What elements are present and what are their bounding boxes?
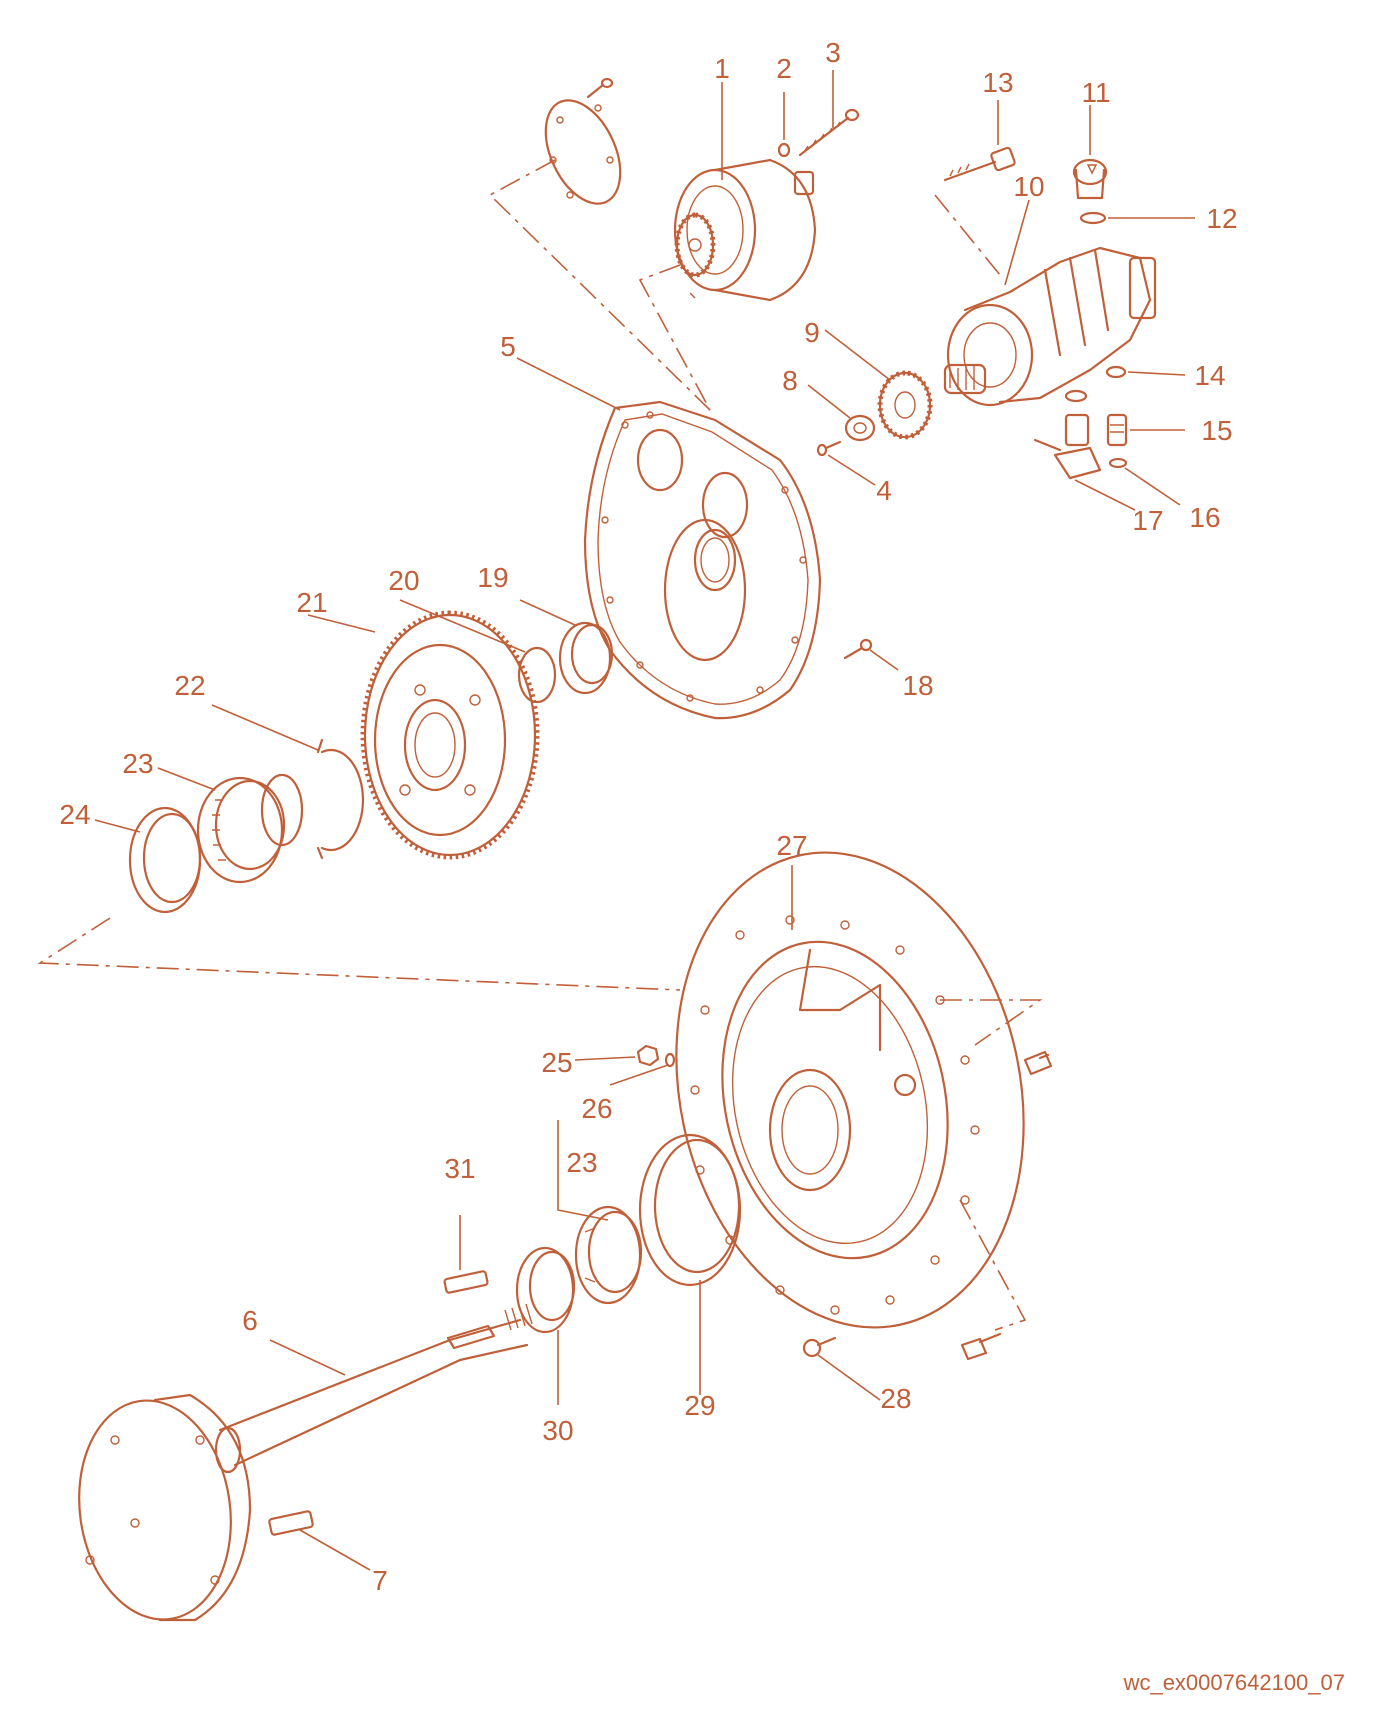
part-3-long-screw [798,108,860,157]
callout-18: 18 [902,670,933,701]
part-5-gear-housing [583,400,822,720]
cover-plate [544,77,622,205]
part-6-output-shaft [78,1303,533,1622]
part-7-key [268,1510,314,1536]
part-18-screw [843,638,873,660]
part-31-key [443,1270,489,1294]
callout-9: 9 [804,317,820,348]
callout-7: 7 [372,1565,388,1596]
part-12-o-ring [1079,211,1107,225]
part-14-o-ring [1105,365,1127,379]
part-27-flange-housing [675,851,1025,1329]
callout-1: 1 [714,53,730,84]
callout-23-upper: 23 [122,748,153,779]
part-20-snap-ring [517,646,557,704]
part-9-pinion [877,370,933,440]
part-19-bearing-race [558,621,614,695]
part-1-starter [673,158,817,302]
part-21-large-gear [360,610,540,860]
callout-30: 30 [542,1415,573,1446]
part-28-screw [802,1336,837,1358]
assembly-lines [37,159,1043,1331]
side-fitting [1023,1050,1053,1076]
document-id: wc_ex0007642100_07 [1123,1670,1345,1695]
callout-28: 28 [880,1383,911,1414]
bolt-lower-right [960,1332,1002,1361]
callout-8: 8 [782,365,798,396]
part-25-nut [636,1044,660,1067]
callout-26: 26 [581,1093,612,1124]
part-16-o-ring [1108,457,1128,469]
callout-20: 20 [388,565,419,596]
part-17-elbow [1033,389,1102,480]
callout-31: 31 [444,1153,475,1184]
callout-13: 13 [982,67,1013,98]
part-2-washer [777,142,791,158]
callout-21: 21 [296,587,327,618]
part-29-seal-ring [638,1133,742,1287]
part-30-bearing-cone [515,1246,576,1334]
part-15-fitting [1106,413,1128,447]
part-11-fitting [1072,158,1108,200]
callout-3: 3 [825,37,841,68]
callout-23-lower: 23 [566,1147,597,1178]
callout-2: 2 [776,53,792,84]
part-8-washer [844,414,876,442]
callout-labels: 1 2 3 4 5 6 7 8 9 10 11 12 13 14 15 16 1… [59,37,1237,1596]
ring-inner [260,773,304,847]
callout-10: 10 [1013,171,1044,202]
callout-4: 4 [876,475,892,506]
callout-15: 15 [1201,415,1232,446]
callout-22: 22 [174,670,205,701]
callout-17: 17 [1132,505,1163,536]
callout-12: 12 [1206,203,1237,234]
part-23-bearing-race [574,1205,643,1305]
part-10-hydraulic-motor [943,246,1157,407]
callout-24: 24 [59,799,90,830]
callout-16: 16 [1189,502,1220,533]
part-26-washer [664,1052,676,1068]
part-4-screw [816,440,842,457]
part-24-seal [128,806,202,914]
callout-29: 29 [684,1390,715,1421]
callout-14: 14 [1194,360,1225,391]
callout-25: 25 [541,1047,572,1078]
part-23-roller-bearing [196,776,286,884]
callout-27: 27 [776,830,807,861]
callout-5: 5 [500,331,516,362]
part-13-bolt [943,146,1016,182]
callout-11: 11 [1081,77,1110,108]
part-22-snap-ring [316,738,365,860]
callout-6: 6 [242,1305,258,1336]
leader-lines [94,70,1195,1571]
callout-19: 19 [477,562,508,593]
